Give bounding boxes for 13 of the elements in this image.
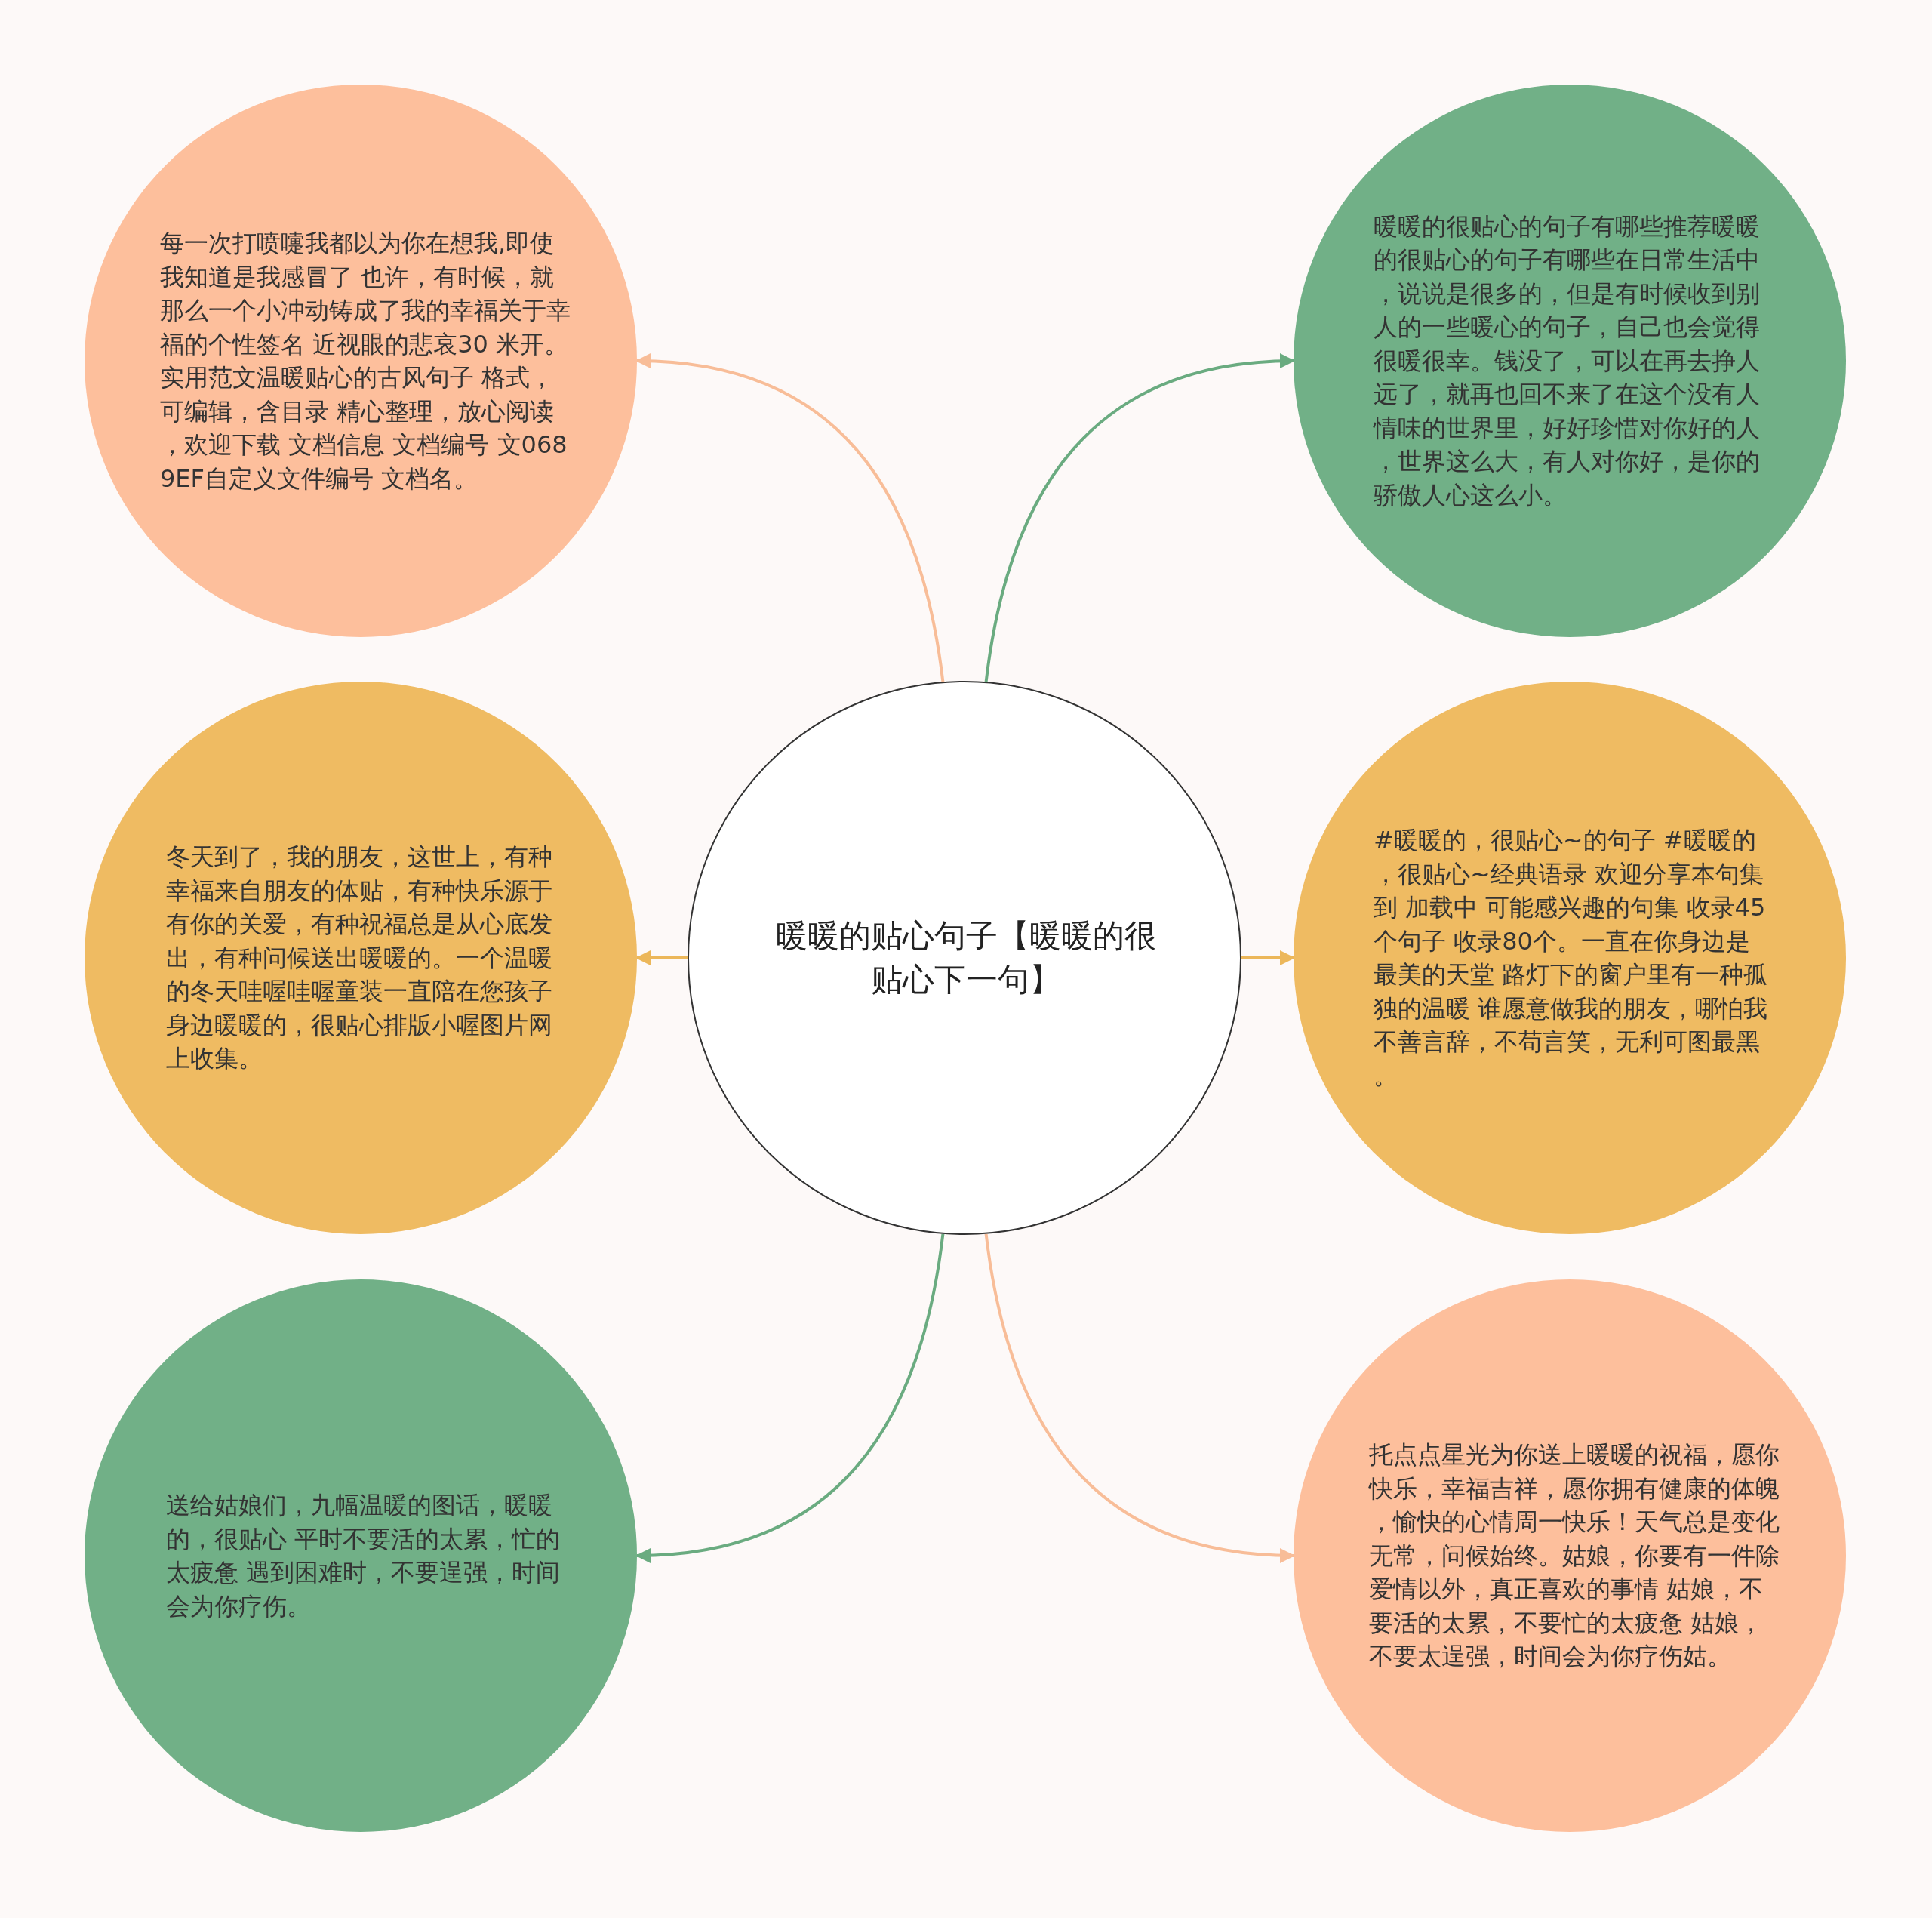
- connector-arrow: [635, 354, 945, 682]
- topic-text: 暖暖的很贴心的句子有哪些推荐暖暖的很贴心的句子有哪些在日常生活中，说说是很多的，但是有时候收到别人的一些暖心的句子，自己也会觉得很暖很幸。钱没了，可以在再去挣人远了，就再也回不来了在这个没有人情味的世界里，好好珍惜对你好的人，世界这么大，有人对你好，是你的骄傲人心这么小。: [1374, 211, 1761, 511]
- topic-text: 每一次打喷嚏我都以为你在想我,即使我知道是我感冒了 也许，有时候，就那么一个小冲动铸成了我的幸福关于幸福的个性签名 近视眼的悲哀30 米开。实用范文温暖贴心的古风句子 格式，可编辑，含目录 精心整理，放心阅读，欢迎下载 文档信息 文档编号 文0689EF自定义文件编号 文档名。: [160, 228, 571, 494]
- topic-text: #暖暖的，很贴心~的句子 #暖暖的，很贴心~经典语录 欢迎分享本句集到 加载中 可能感兴趣的句集 收录45个句子 收录80个。一直在你身边是最美的天堂 路灯下的窗户里有一种孤独的温暖 谁愿意做我的朋友，哪怕我不善言辞，不苟言笑，无利可图最黑。: [1374, 825, 1769, 1091]
- connector-arrow: [984, 1233, 1295, 1562]
- connector-arrow: [635, 950, 688, 965]
- connector-arrow: [1241, 950, 1295, 965]
- connector-arrow: [635, 1233, 945, 1562]
- topic-text: 送给姑娘们，九幅温暖的图话，暖暖的，很贴心 平时不要活的太累，忙的太疲惫 遇到困难时，不要逞强，时间会为你疗伤。: [166, 1490, 561, 1622]
- connector-arrow: [984, 354, 1295, 682]
- topic-text: 托点点星光为你送上暖暖的祝福，愿你快乐，幸福吉祥，愿你拥有健康的体魄，愉快的心情周一快乐！天气总是变化无常，问候始终。姑娘，你要有一件除爱情以外，真正喜欢的事情 姑娘，不要活的太累，不要忙的太疲惫 姑娘，不要太逞强，时间会为你疗伤姑。: [1369, 1439, 1780, 1673]
- topic-text: 冬天到了，我的朋友，这世上，有种幸福来自朋友的体贴，有种快乐源于有你的关爱，有种祝福总是从心底发出，有种问候送出暖暖的。一个温暖的冬天哇喔哇喔童装一直陪在您孩子身边暖暖的，很贴心排版小喔图片网上收集。: [166, 842, 553, 1075]
- topic-title: 暖暖的贴心句子【暖暖的很贴心下一句】: [775, 916, 1157, 999]
